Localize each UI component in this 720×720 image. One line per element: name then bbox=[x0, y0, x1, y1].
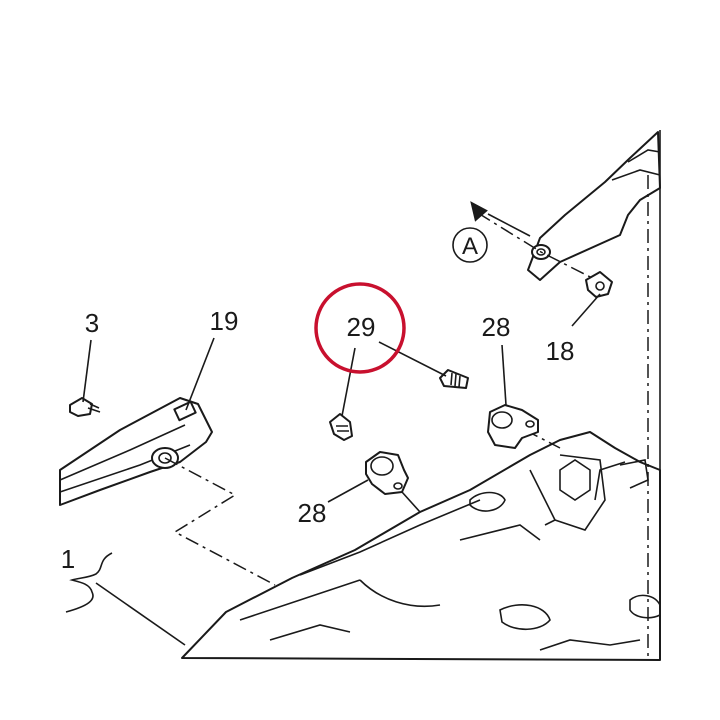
view-a-arrow bbox=[470, 201, 531, 237]
bolt-29-lower bbox=[329, 413, 353, 441]
label-part-19: 19 bbox=[210, 306, 239, 336]
leader-lines bbox=[82, 293, 601, 513]
view-a-label: A bbox=[462, 233, 478, 260]
side-rail bbox=[59, 397, 213, 506]
clamp-28-upper bbox=[487, 404, 539, 449]
highlight-circle bbox=[314, 282, 406, 374]
bolt-18 bbox=[585, 271, 613, 298]
label-part-29: 29 bbox=[347, 312, 376, 342]
label-part-28-lower: 28 bbox=[298, 498, 327, 528]
part-1-brace bbox=[65, 552, 186, 646]
label-part-3: 3 bbox=[85, 308, 99, 338]
label-part-18: 18 bbox=[546, 336, 575, 366]
upper-bracket bbox=[527, 131, 661, 281]
clamp-28-lower bbox=[365, 451, 409, 495]
view-a-marker bbox=[452, 227, 488, 263]
label-part-1: 1 bbox=[61, 544, 75, 574]
bolt-29-upper bbox=[439, 369, 469, 389]
label-part-28-upper: 28 bbox=[482, 312, 511, 342]
main-frame bbox=[181, 431, 661, 661]
screw-3 bbox=[69, 397, 101, 417]
